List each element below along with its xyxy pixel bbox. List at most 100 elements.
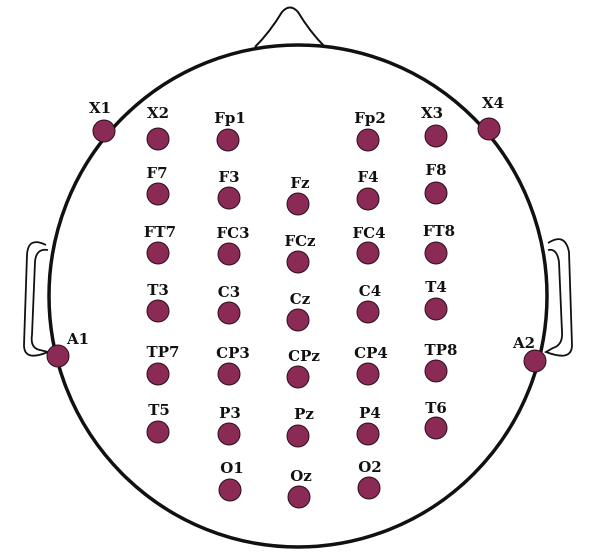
electrode-dot-fp2 [357, 129, 379, 151]
electrode-label-tp7: TP7 [147, 343, 180, 361]
electrode-dot-cz [287, 309, 309, 331]
electrode-dot-oz [288, 486, 310, 508]
electrode-label-cp4: CP4 [354, 344, 388, 362]
electrode-p4: P4 [357, 404, 381, 445]
electrode-label-t4: T4 [425, 278, 447, 296]
electrode-label-x3: X3 [421, 104, 443, 122]
electrode-label-x4: X4 [482, 94, 504, 112]
electrode-x4: X4 [478, 94, 504, 140]
electrode-dot-x4 [478, 118, 500, 140]
electrode-t5: T5 [147, 401, 170, 443]
left-ear-outline [24, 242, 48, 356]
electrode-label-t3: T3 [147, 281, 169, 299]
electrode-label-f4: F4 [357, 168, 378, 186]
electrode-a2: A2 [512, 334, 546, 372]
electrode-label-pz: Pz [294, 405, 314, 423]
electrode-dot-x1 [93, 120, 115, 142]
electrode-dot-p4 [357, 423, 379, 445]
electrode-dot-x2 [147, 128, 169, 150]
electrode-fc4: FC4 [352, 224, 385, 264]
electrode-label-f7: F7 [146, 164, 167, 182]
nose-outline [255, 8, 325, 48]
electrode-dot-ft7 [147, 242, 169, 264]
electrode-label-fc3: FC3 [216, 224, 249, 242]
electrode-label-ft7: FT7 [144, 223, 176, 241]
electrode-label-fc4: FC4 [352, 224, 385, 242]
electrode-label-p4: P4 [359, 404, 381, 422]
electrode-label-t5: T5 [148, 401, 170, 419]
electrode-label-c3: C3 [218, 283, 240, 301]
electrode-dot-f3 [218, 187, 240, 209]
electrode-f8: F8 [425, 161, 447, 204]
electrode-t4: T4 [425, 278, 447, 320]
electrode-dot-o1 [219, 479, 241, 501]
electrode-dot-fc3 [218, 243, 240, 265]
electrode-x2: X2 [147, 104, 169, 150]
electrode-label-a1: A1 [66, 330, 89, 348]
electrode-dot-ft8 [425, 242, 447, 264]
electrode-c3: C3 [218, 283, 240, 324]
electrode-dot-cp3 [218, 363, 240, 385]
electrode-cp4: CP4 [354, 344, 388, 385]
electrode-ft7: FT7 [144, 223, 176, 264]
electrode-fp2: Fp2 [354, 109, 386, 151]
electrode-dot-f8 [425, 182, 447, 204]
electrode-x1: X1 [89, 99, 115, 142]
electrode-label-tp8: TP8 [425, 341, 458, 359]
electrode-label-cpz: CPz [288, 347, 320, 365]
electrode-pz: Pz [287, 405, 314, 447]
electrode-ft8: FT8 [423, 222, 455, 264]
electrode-label-p3: P3 [219, 404, 241, 422]
electrode-dot-c4 [357, 301, 379, 323]
electrode-o2: O2 [358, 458, 382, 499]
electrode-label-ft8: FT8 [423, 222, 455, 240]
electrode-dot-fp1 [217, 129, 239, 151]
electrode-label-fp1: Fp1 [214, 109, 246, 127]
electrode-fz: Fz [287, 174, 310, 215]
electrode-t3: T3 [147, 281, 169, 322]
electrode-dot-f7 [147, 183, 169, 205]
electrode-label-o1: O1 [220, 459, 244, 477]
electrode-label-c4: C4 [359, 282, 381, 300]
electrode-dot-cpz [287, 366, 309, 388]
electrode-dot-fcz [287, 251, 309, 273]
electrode-dot-t6 [425, 417, 447, 439]
electrode-label-oz: Oz [290, 467, 312, 485]
electrode-tp8: TP8 [425, 341, 458, 382]
electrode-f3: F3 [218, 168, 240, 209]
electrode-dot-cp4 [357, 363, 379, 385]
electrode-dot-p3 [218, 423, 240, 445]
electrode-cz: Cz [287, 290, 311, 331]
electrode-label-o2: O2 [358, 458, 382, 476]
electrode-dot-a1 [47, 345, 69, 367]
electrode-cp3: CP3 [216, 344, 250, 385]
electrode-label-x2: X2 [147, 104, 169, 122]
electrode-label-fcz: FCz [284, 232, 316, 250]
electrode-fcz: FCz [284, 232, 316, 273]
electrode-dot-t5 [147, 421, 169, 443]
electrode-dot-tp8 [425, 360, 447, 382]
electrode-fp1: Fp1 [214, 109, 246, 151]
electrode-fc3: FC3 [216, 224, 249, 265]
electrode-label-cp3: CP3 [216, 344, 250, 362]
electrode-label-cz: Cz [290, 290, 311, 308]
electrode-label-a2: A2 [512, 334, 535, 352]
electrode-p3: P3 [218, 404, 241, 445]
electrode-dot-fc4 [357, 242, 379, 264]
electrode-dot-t3 [147, 300, 169, 322]
electrode-cpz: CPz [287, 347, 320, 388]
electrode-dot-fz [287, 193, 309, 215]
right-ear-outline [546, 239, 572, 356]
electrode-x3: X3 [421, 104, 447, 147]
electrode-label-t6: T6 [425, 399, 447, 417]
electrode-f7: F7 [146, 164, 169, 205]
electrode-t6: T6 [425, 399, 447, 439]
electrode-dot-tp7 [147, 363, 169, 385]
electrode-dot-f4 [357, 188, 379, 210]
electrode-dot-o2 [358, 477, 380, 499]
electrode-c4: C4 [357, 282, 381, 323]
electrode-dot-a2 [524, 350, 546, 372]
electrode-label-fp2: Fp2 [354, 109, 386, 127]
